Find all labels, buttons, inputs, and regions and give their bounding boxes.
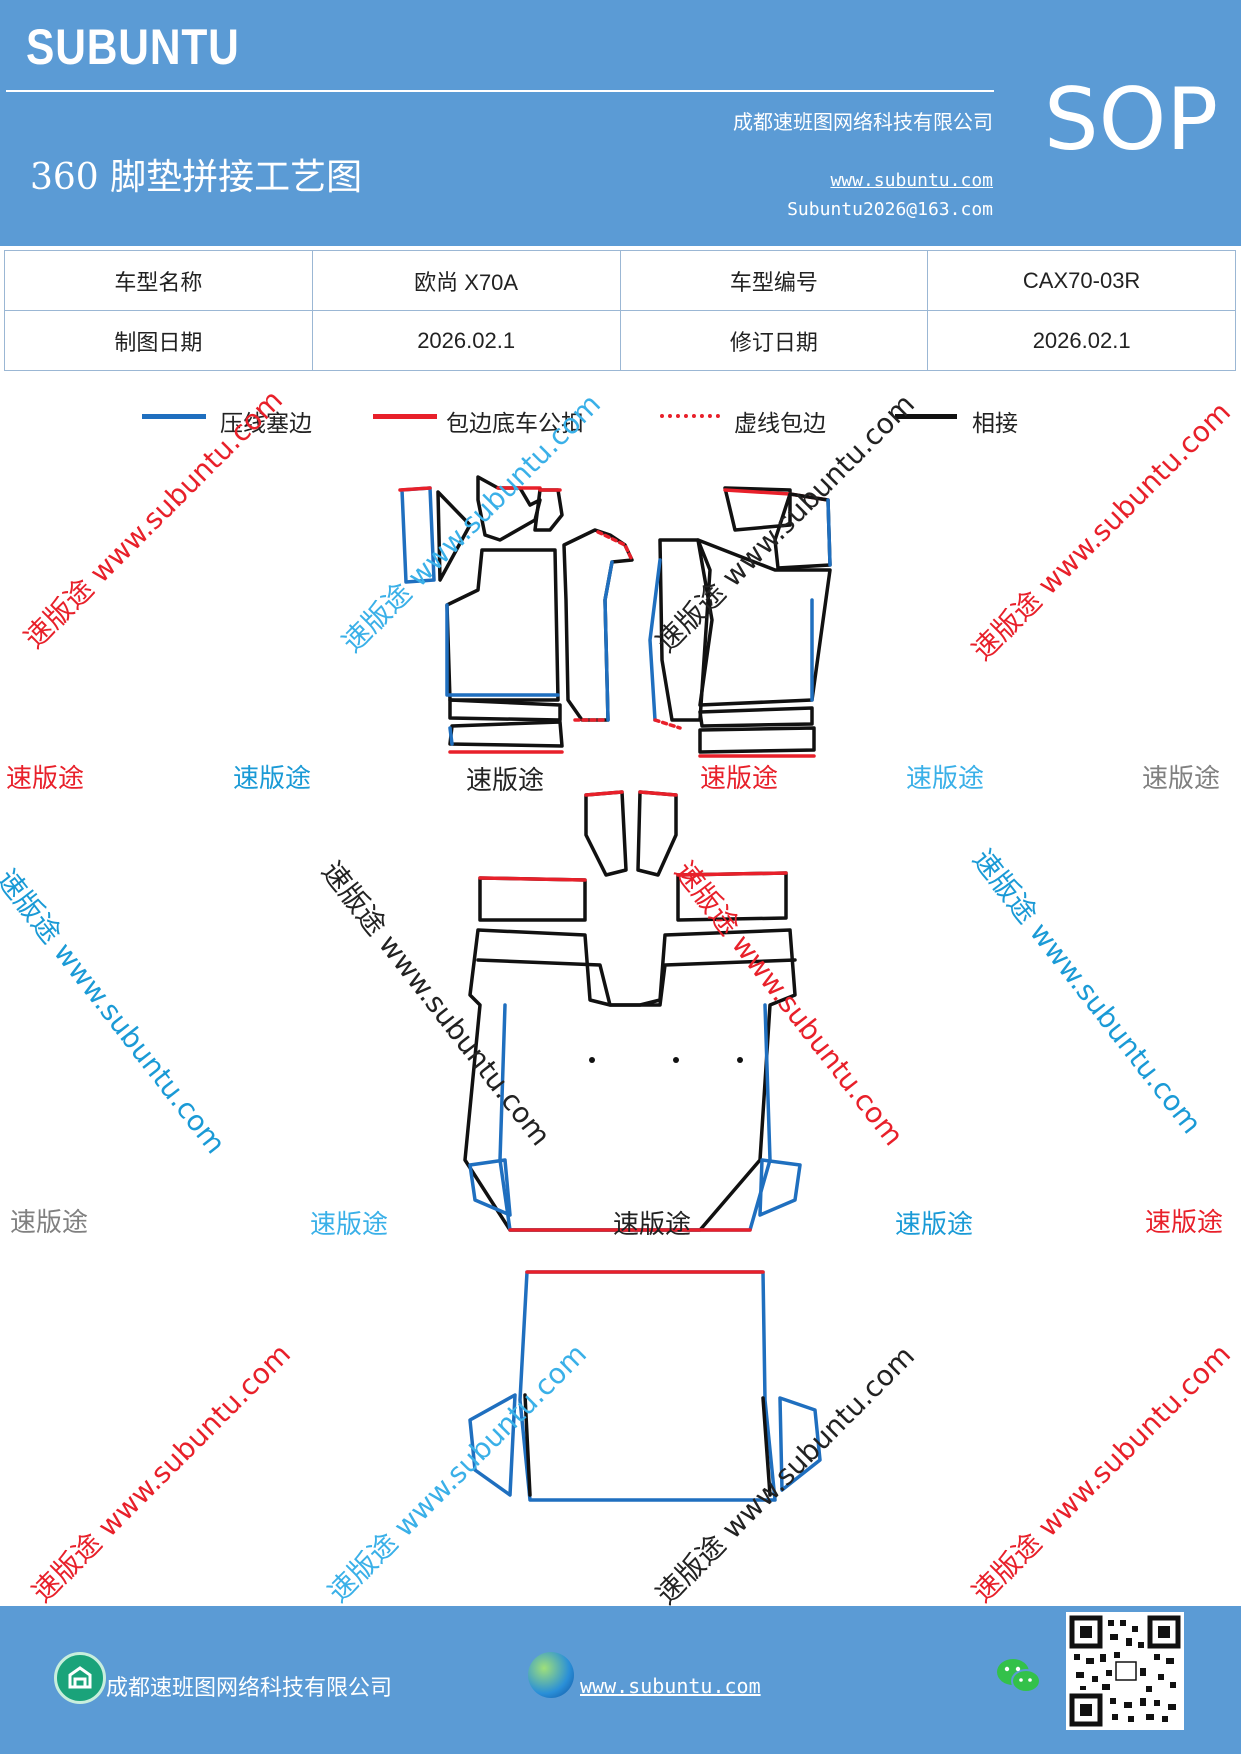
revise-date-label: 修订日期 xyxy=(619,310,929,371)
email-text: Subuntu2026@163.com xyxy=(787,199,993,220)
watermark-brand: 速版途 xyxy=(895,1210,974,1240)
website-link[interactable]: www.subuntu.com xyxy=(830,170,993,191)
watermark-brand: 速版途 xyxy=(6,764,85,794)
draw-date-label: 制图日期 xyxy=(4,310,313,371)
watermark-brand: 速版途 xyxy=(466,766,545,796)
watermark-brand: 速版途 xyxy=(613,1210,692,1240)
model-code-label: 车型编号 xyxy=(619,250,929,311)
header: SUBUNTU 360 脚垫拼接工艺图 成都速班图网络科技有限公司 www.su… xyxy=(0,0,1241,246)
legend-swatch-red-dotted xyxy=(660,414,720,418)
footer-website-link[interactable]: www.subuntu.com xyxy=(580,1674,761,1698)
header-divider xyxy=(6,90,994,92)
model-code-value: CAX70-03R xyxy=(927,250,1236,311)
globe-icon xyxy=(528,1652,574,1698)
wechat-icon xyxy=(996,1656,1042,1696)
company-name: 成都速班图网络科技有限公司 xyxy=(733,110,993,134)
legend-label: 压线塞边 xyxy=(220,411,312,437)
watermark-brand: 速版途 xyxy=(310,1210,389,1240)
trunk-mat xyxy=(468,1270,822,1502)
model-name-label: 车型名称 xyxy=(4,250,313,311)
model-name-value: 欧尚 X70A xyxy=(311,250,621,311)
watermark-brand: 速版途 xyxy=(10,1208,89,1238)
legend-swatch-blue xyxy=(142,414,206,419)
legend-swatch-black xyxy=(895,414,957,419)
qr-code xyxy=(1066,1612,1184,1730)
page-title: 360 脚垫拼接工艺图 xyxy=(30,157,363,198)
legend-label: 包边底车公扣 xyxy=(446,411,584,437)
building-icon xyxy=(54,1652,106,1704)
footer-company: 成都速班图网络科技有限公司 xyxy=(106,1676,393,1701)
draw-date-value: 2026.02.1 xyxy=(311,310,621,371)
watermark-brand: 速版途 xyxy=(700,764,779,794)
sop-badge: SOP xyxy=(1044,70,1219,170)
watermark-brand: 速版途 xyxy=(233,764,312,794)
logo: SUBUNTU xyxy=(26,19,240,75)
revise-date-value: 2026.02.1 xyxy=(927,310,1236,371)
watermark-brand: 速版途 xyxy=(1145,1208,1224,1238)
info-table: 车型名称 欧尚 X70A 车型编号 CAX70-03R 制图日期 2026.02… xyxy=(4,250,1236,371)
table-row: 制图日期 2026.02.1 修订日期 2026.02.1 xyxy=(4,310,1236,371)
front-right-mat xyxy=(648,486,832,758)
table-row: 车型名称 欧尚 X70A 车型编号 CAX70-03R xyxy=(4,250,1236,311)
second-row-mat xyxy=(463,790,802,1232)
legend-label: 相接 xyxy=(972,411,1018,437)
watermark-brand: 速版途 xyxy=(906,764,985,794)
footer: 成都速班图网络科技有限公司 www.subuntu.com xyxy=(0,1606,1241,1754)
front-left-mat xyxy=(398,475,634,754)
legend-label: 虚线包边 xyxy=(734,411,826,437)
legend-swatch-red xyxy=(373,414,437,419)
watermark-brand: 速版途 xyxy=(1142,764,1221,794)
